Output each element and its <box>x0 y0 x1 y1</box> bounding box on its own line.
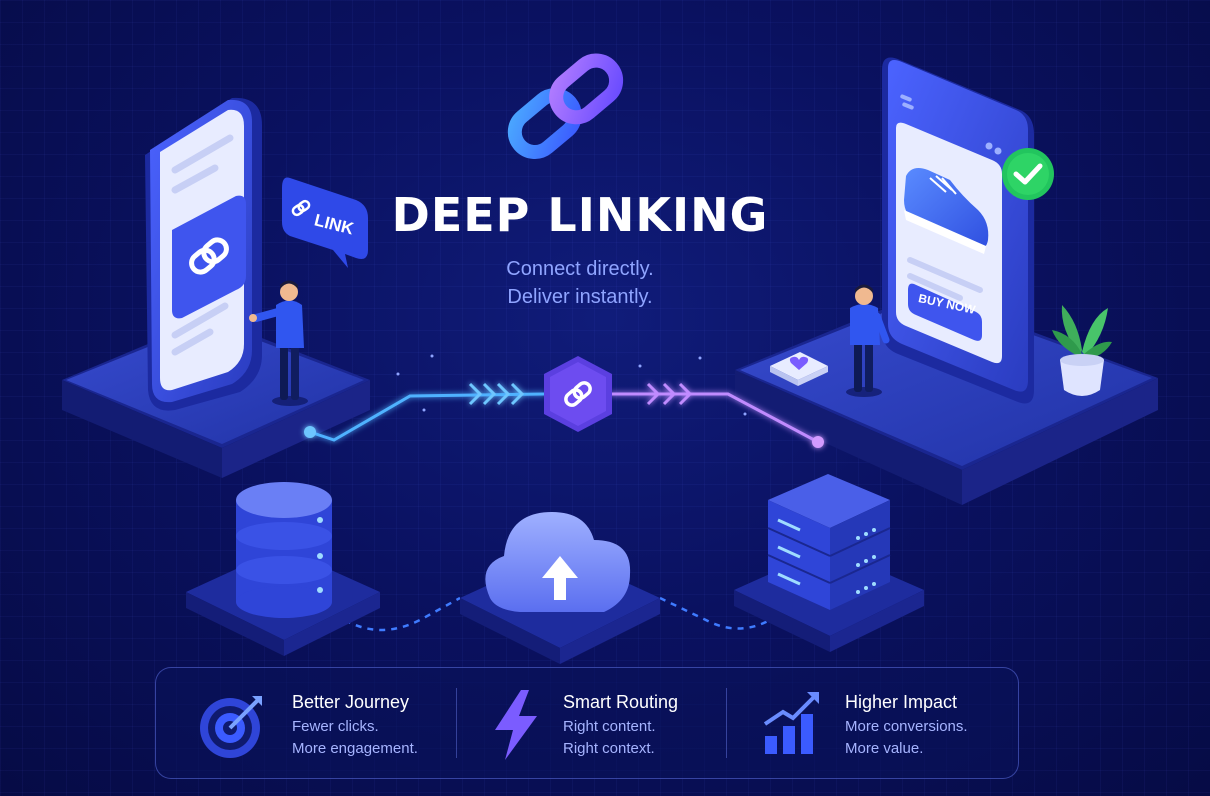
heart-tile-icon <box>770 352 828 386</box>
subtitle-line-2: Deliver instantly. <box>507 286 653 308</box>
chain-small-icon <box>291 199 311 217</box>
buy-now-button[interactable] <box>908 283 982 341</box>
feature-desc-2: More value. <box>845 740 924 757</box>
subtitle-line-1: Connect directly. <box>506 258 654 280</box>
link-bubble <box>282 177 368 268</box>
lightning-icon <box>495 690 537 760</box>
page-title: DEEP LINKING <box>391 188 769 242</box>
left-phone <box>145 97 262 411</box>
feature-panel: Better Journey Fewer clicks. More engage… <box>155 667 1019 779</box>
cloud-upload-icon <box>460 512 660 664</box>
sneaker-image <box>904 168 989 254</box>
link-icon <box>189 237 229 275</box>
target-icon <box>200 696 262 758</box>
feature-better-journey: Better Journey Fewer clicks. More engage… <box>196 668 456 778</box>
deep-link-path <box>304 382 824 448</box>
server-icon <box>734 474 924 652</box>
feature-desc-2: More engagement. <box>292 740 418 757</box>
growth-chart-icon <box>763 692 819 754</box>
right-phone <box>882 57 1054 404</box>
feature-desc-2: Right context. <box>563 740 655 757</box>
center-hex-link-icon <box>544 356 612 432</box>
chain-link-icon <box>507 53 624 159</box>
sparkles <box>396 354 747 416</box>
right-platform <box>735 292 1158 505</box>
right-person <box>846 284 890 397</box>
database-icon <box>186 482 380 656</box>
feature-divider <box>456 688 457 758</box>
feature-smart-routing: Smart Routing Right content. Right conte… <box>491 668 731 778</box>
feature-desc-1: Right content. <box>563 718 656 735</box>
feature-desc-1: Fewer clicks. <box>292 718 379 735</box>
feature-desc-1: More conversions. <box>845 718 968 735</box>
feature-title: Smart Routing <box>563 692 679 712</box>
plant-icon <box>1052 305 1112 396</box>
feature-divider <box>726 688 727 758</box>
infrastructure-connector <box>344 596 771 632</box>
left-person <box>249 280 308 406</box>
feature-title: Higher Impact <box>845 692 958 712</box>
feature-higher-impact: Higher Impact More conversions. More val… <box>761 668 1011 778</box>
check-badge-icon <box>1002 148 1054 200</box>
feature-title: Better Journey <box>292 692 410 712</box>
